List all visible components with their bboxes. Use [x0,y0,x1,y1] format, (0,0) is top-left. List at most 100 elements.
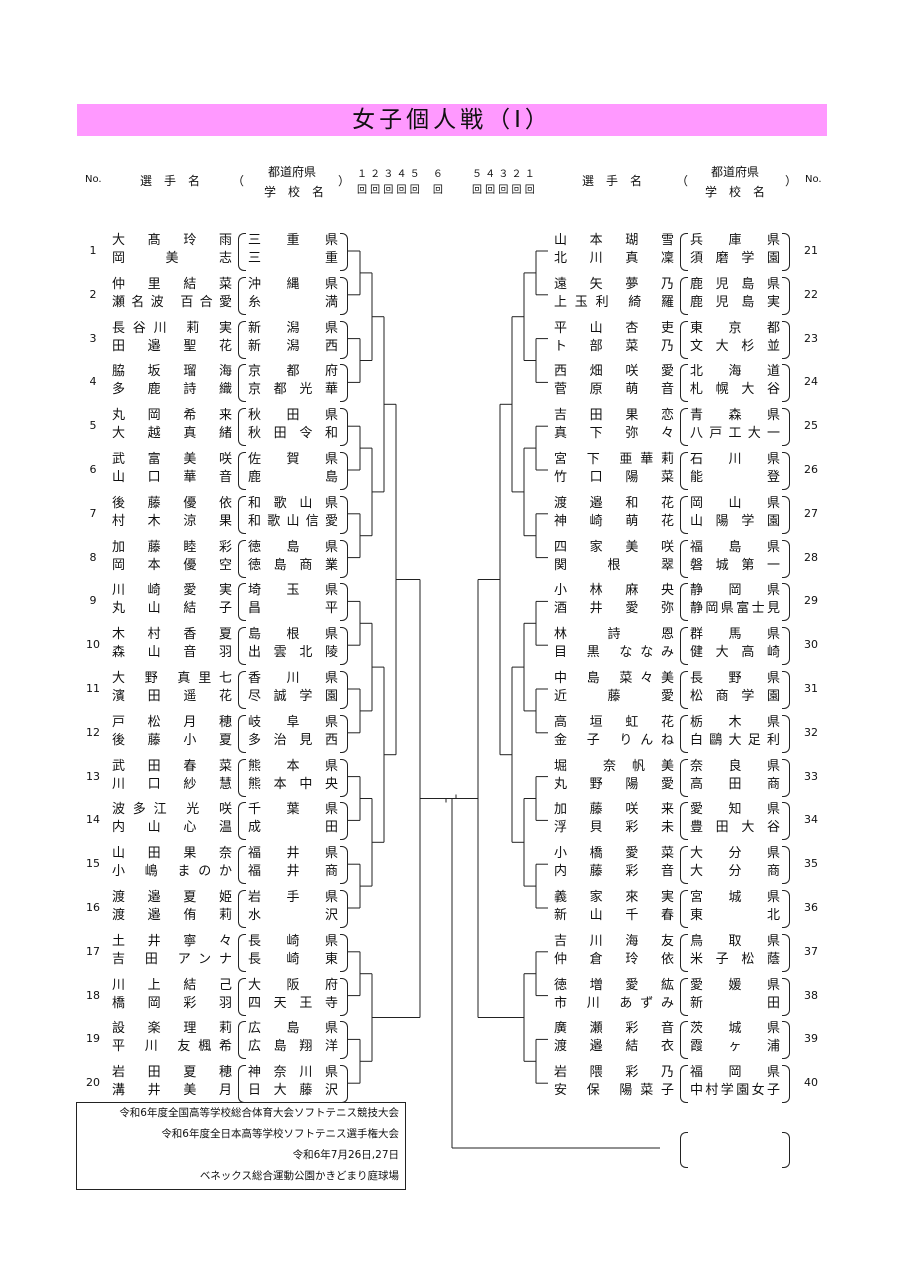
player-name-2: 多 鹿 詩 織 [112,382,232,398]
bracket-paren-right [782,933,790,972]
school-name: 東 北 [690,908,780,923]
seed-number: 15 [86,857,100,871]
player-name-2: 平 川 友楓希 [112,1039,232,1055]
player-name-1: 土 井 寧 々 [112,933,232,949]
prefecture-label: 石 川 県 [690,452,780,467]
player-name-2: 岡 本 優 空 [112,557,232,573]
player-name-2: 上玉利 綺 羅 [554,294,674,310]
prefecture-label: 奈 良 県 [690,758,780,774]
player-name-2: 安 保 陽菜子 [554,1083,674,1099]
prefecture-label: 香 川 県 [248,671,338,686]
player-name-2: 村 木 涼 果 [112,513,232,529]
player-name-1: 吉 川 海 友 [554,933,674,949]
bracket-paren-right [340,320,348,359]
bracket-paren-left [238,495,246,534]
bracket-paren-right [782,802,790,841]
bracket-paren-right [340,452,348,490]
player-name-2: 浮 貝 彩 未 [554,820,674,836]
player-name-2: 丸 山 結 子 [112,601,232,617]
bracket-paren-right [340,233,348,271]
school-name: 昌 平 [248,601,338,617]
bracket-paren-right [782,977,790,1016]
seed-number: 38 [804,988,818,1002]
seed-number: 25 [804,419,818,433]
player-name-2: 内 山 心 温 [112,820,232,836]
player-name-1: 平 山 杏 吏 [554,320,674,336]
bracket-paren-right [782,1065,790,1104]
player-name-1: 吉 田 果 恋 [554,408,674,424]
school-name: 山 陽 学 園 [690,513,780,529]
seed-number: 11 [86,682,100,695]
prefecture-label: 島 根 県 [248,627,338,643]
player-name-1: 堀 奈帆美 [554,758,674,774]
result-box-right [782,1132,790,1168]
seed-number: 36 [804,901,818,914]
bracket-paren-right [782,276,790,315]
prefecture-label: 群 馬 県 [690,627,780,643]
seed-number: 12 [86,725,100,739]
school-name: 徳 島 商 業 [248,557,338,573]
prefecture-label: 大 阪 府 [248,977,338,993]
player-name-2: 丸 野 陽 愛 [554,776,674,792]
footer-line-3: 令和6年7月26日,27日 [292,1149,399,1161]
seed-number: 14 [86,813,100,827]
bracket-paren-right [782,671,790,709]
result-box-left [680,1132,688,1168]
seed-number: 28 [804,550,818,564]
bracket-paren-right [782,495,790,534]
seed-number: 37 [804,944,818,958]
prefecture-label: 岐 阜 県 [248,714,338,730]
seed-number: 3 [89,331,97,345]
seed-number: 35 [804,857,818,871]
prefecture-label: 宮 城 県 [690,890,780,905]
bracket-paren-left [680,846,688,885]
prefecture-label: 栃 木 県 [690,714,780,730]
player-name-2: 溝 井 美 月 [112,1083,232,1099]
player-name-2: 後 藤 小 夏 [112,732,232,748]
school-name: 静岡県富士見 [690,601,780,617]
bracket-paren-left [680,671,688,709]
prefecture-label: 愛 媛 県 [690,977,780,993]
seed-number: 16 [86,901,100,914]
prefecture-label: 茨 城 県 [690,1021,780,1037]
bracket-paren-left [680,233,688,271]
player-name-1: 波多江 光 咲 [112,802,232,818]
player-name-1: 仲 里 結 菜 [112,276,232,292]
player-name-1: 長谷川 莉 実 [112,320,232,336]
bracket-paren-left [238,320,246,359]
seed-number: 22 [804,287,818,301]
bracket-paren-right [782,364,790,403]
bracket-paren-left [680,977,688,1016]
prefecture-label: 長 崎 県 [248,933,338,949]
bracket-paren-left [238,408,246,447]
school-name: 三 重 [248,251,338,266]
school-name: 米 子 松 蔭 [690,951,780,967]
bracket-paren-left [680,276,688,315]
player-name-2: 川 口 紗 慧 [112,776,232,792]
player-name-1: 小 橋 愛 菜 [554,846,674,862]
seed-number: 20 [86,1076,100,1090]
player-name-1: 山 本 瑚 雪 [554,233,674,248]
player-name-2: 市 川 あずみ [554,995,674,1011]
bracket-paren-left [238,846,246,885]
prefecture-label: 北 海 道 [690,364,780,380]
bracket-paren-left [238,802,246,841]
school-name: 鹿 島 [248,470,338,485]
player-name-1: 渡 邉 和 花 [554,495,674,511]
bracket-paren-right [340,758,348,797]
seed-number: 39 [804,1032,818,1046]
